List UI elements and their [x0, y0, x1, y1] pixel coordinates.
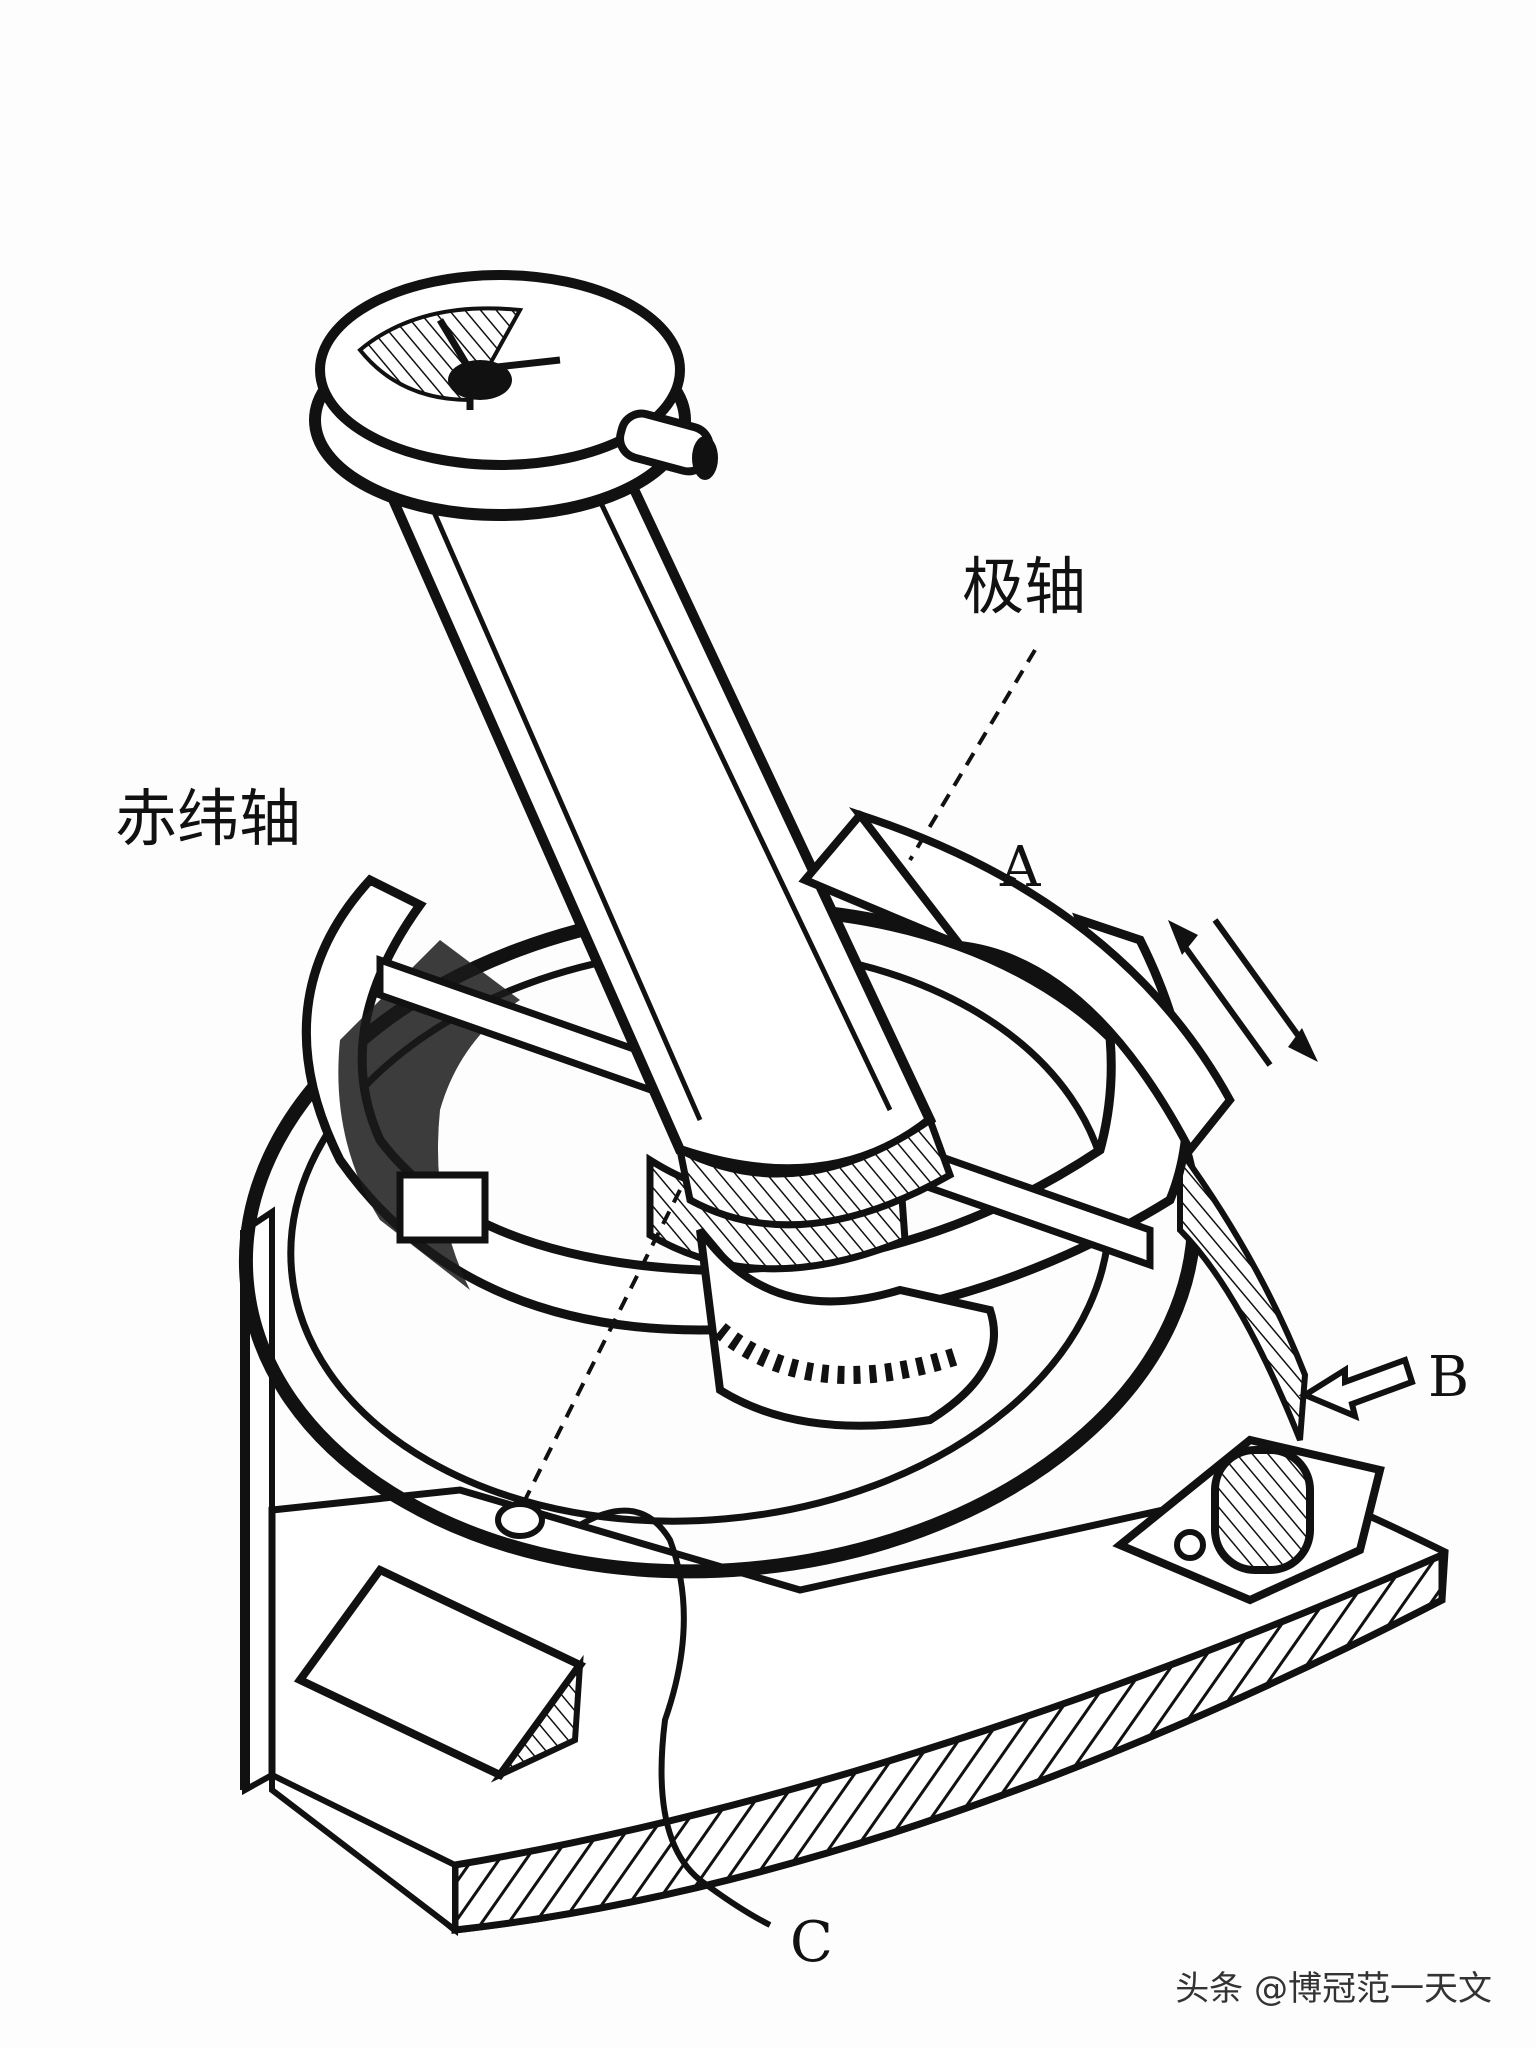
tube-highlight-right: [587, 478, 893, 1112]
declination-gear-teeth: [714, 1323, 963, 1384]
base-front-edge: [451, 1549, 1446, 1934]
polar-axis-label: 极轴: [962, 550, 1087, 623]
watermark: 头条 @博冠范一天文: [1175, 1969, 1492, 2009]
motion-arrows: [1168, 918, 1318, 1067]
secondary-mirror: [448, 360, 512, 400]
point-c-label: C: [790, 1910, 833, 1975]
drive-cable: [578, 1507, 772, 1928]
left-foot-block-side: [490, 1654, 584, 1783]
declination-gear-housing: [696, 1227, 998, 1430]
right-bearing-bolt: [1174, 1529, 1206, 1561]
tube-highlight-left: [417, 478, 703, 1122]
declination-axis-label: 赤纬轴: [115, 782, 302, 855]
b-arrow: [1298, 1356, 1416, 1422]
horseshoe-right-cradle: [1177, 1140, 1309, 1442]
eyepiece-end: [692, 436, 718, 480]
polar-axis-arc: [848, 807, 1235, 1158]
right-bearing-cylinder: [1211, 1446, 1314, 1574]
tube-bottom-ring: [675, 1114, 955, 1229]
polar-pivot: [495, 1501, 545, 1539]
polar-axis-dashed-line-lower: [518, 1189, 682, 1511]
point-a-label: A: [1000, 835, 1041, 900]
point-b-label: B: [1428, 1345, 1470, 1410]
polar-axis-dashed-line: [908, 648, 1037, 862]
base-left-front-edge: [269, 1770, 458, 1937]
inner-clamp-block: [396, 1171, 489, 1244]
